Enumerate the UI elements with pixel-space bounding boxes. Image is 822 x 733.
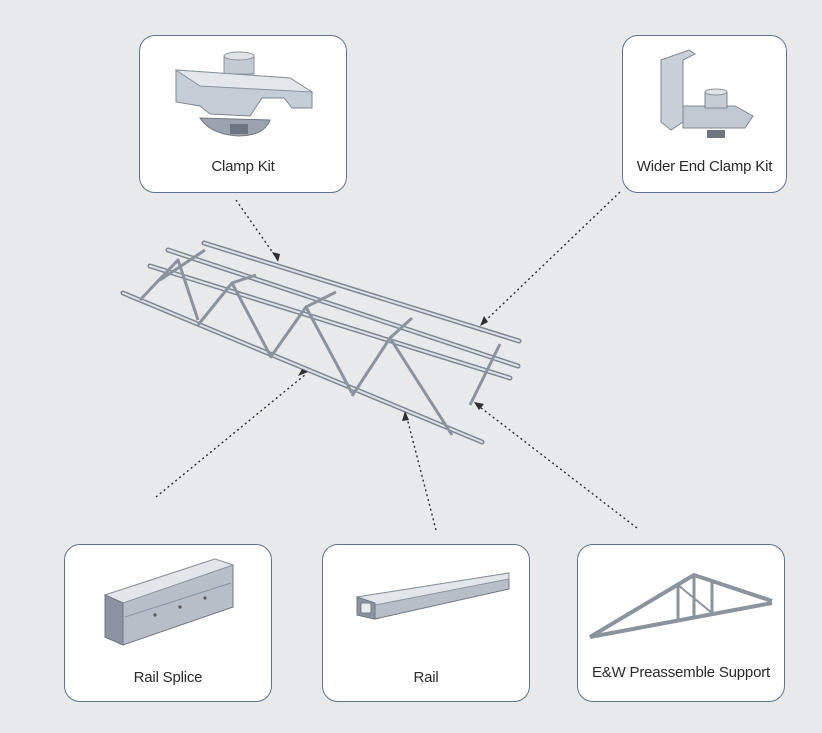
- wider-end-clamp-kit-card: Wider End Clamp Kit: [622, 35, 787, 193]
- rail-label: Rail: [413, 669, 439, 686]
- clamp-kit-label: Clamp Kit: [211, 158, 275, 175]
- rack-supports: [138, 248, 502, 436]
- rail-splice-card: Rail Splice: [64, 544, 272, 702]
- clamp-kit-card: Clamp Kit: [139, 35, 347, 193]
- rail-image: [355, 572, 510, 620]
- rack-rails: [120, 240, 522, 445]
- ew-preassemble-support-label: E&W Preassemble Support: [592, 664, 770, 681]
- rail-card: Rail: [322, 544, 530, 702]
- wider-end-clamp-kit-image: [660, 49, 754, 138]
- leader-arrowheads: [272, 252, 488, 421]
- ew-preassemble-support-image: [588, 573, 773, 639]
- ew-preassemble-support-card: E&W Preassemble Support: [577, 544, 785, 702]
- leader-lines: [155, 191, 638, 531]
- rail-splice-image: [103, 558, 235, 646]
- rail-splice-label: Rail Splice: [133, 669, 203, 686]
- wider-end-clamp-kit-label: Wider End Clamp Kit: [636, 158, 773, 175]
- clamp-kit-image: [174, 51, 314, 137]
